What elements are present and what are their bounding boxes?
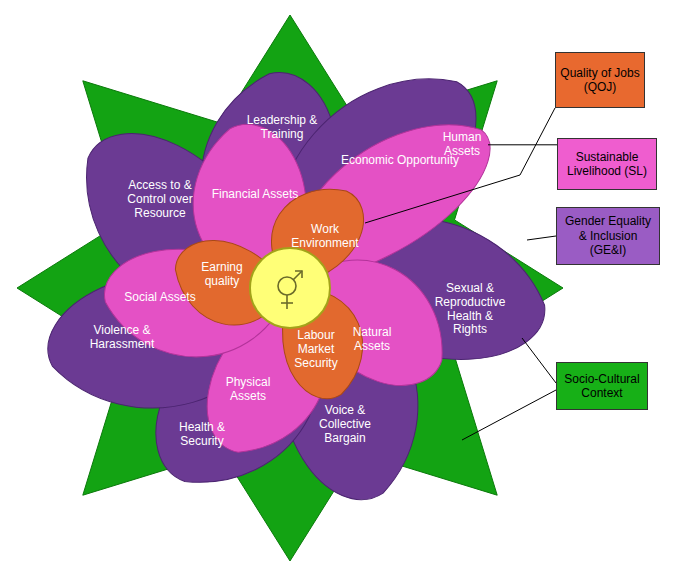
leader-line — [522, 338, 556, 383]
legend-box: Socio-Cultural Context — [556, 362, 648, 410]
petal-text: Social Assets — [115, 291, 205, 305]
leader-line — [462, 390, 556, 440]
petal-label: Health & Security — [176, 421, 228, 449]
leader-line — [527, 236, 556, 240]
leader-line — [488, 144, 557, 145]
center-circle — [250, 248, 330, 328]
petal-label: Access to & Control over Resource — [120, 179, 200, 220]
petal-text: Labour Market Security — [290, 329, 342, 370]
green-star — [17, 15, 563, 561]
purple-petals — [34, 33, 553, 520]
legend-box: Gender Equality & Inclusion (GE&I) — [556, 207, 660, 265]
petal-label: Social Assets — [115, 291, 205, 305]
petal-text: Violence & Harassment — [82, 324, 162, 352]
petal-label: Labour Market Security — [290, 329, 342, 370]
petal-text: Natural Assets — [344, 326, 400, 354]
petal-text: Financial Assets — [200, 188, 310, 202]
petal-text: Earning quality — [192, 261, 252, 289]
box-label: Sustainable Livelihood (SL) — [562, 150, 652, 179]
petal-label: Sexual & Reproductive Health & Rights — [430, 282, 510, 337]
petal-label: Financial Assets — [200, 188, 310, 202]
petal-label: Earning quality — [192, 261, 252, 289]
pink-petals — [103, 85, 511, 472]
legend-box: Sustainable Livelihood (SL) — [557, 138, 657, 190]
star-shape — [17, 15, 563, 561]
orange-petals — [166, 167, 381, 409]
petal-label: Work Environment — [285, 223, 365, 251]
petal-label: Physical Assets — [218, 376, 278, 404]
petal-label: Violence & Harassment — [82, 324, 162, 352]
petal-text: Access to & Control over Resource — [120, 179, 200, 220]
petal-text: Voice & Collective Bargain — [312, 404, 378, 445]
gender-symbol — [278, 271, 302, 309]
legend-box: Quality of Jobs (QOJ) — [555, 52, 645, 108]
petal-text: Human Assets — [436, 131, 488, 159]
petal-text: Physical Assets — [218, 376, 278, 404]
petal-label: Voice & Collective Bargain — [312, 404, 378, 445]
box-label: Socio-Cultural Context — [561, 372, 643, 401]
petal-text: Work Environment — [285, 223, 365, 251]
box-label: Quality of Jobs (QOJ) — [560, 66, 640, 95]
petal-label: Natural Assets — [344, 326, 400, 354]
petal-label: Human Assets — [436, 131, 488, 159]
petal-label: Leadership & Training — [246, 114, 318, 142]
box-label: Gender Equality & Inclusion (GE&I) — [561, 214, 655, 257]
petal-text: Leadership & Training — [246, 114, 318, 142]
leader-lines — [462, 236, 556, 440]
petal-text: Sexual & Reproductive Health & Rights — [430, 282, 510, 337]
petal-text: Health & Security — [176, 421, 228, 449]
